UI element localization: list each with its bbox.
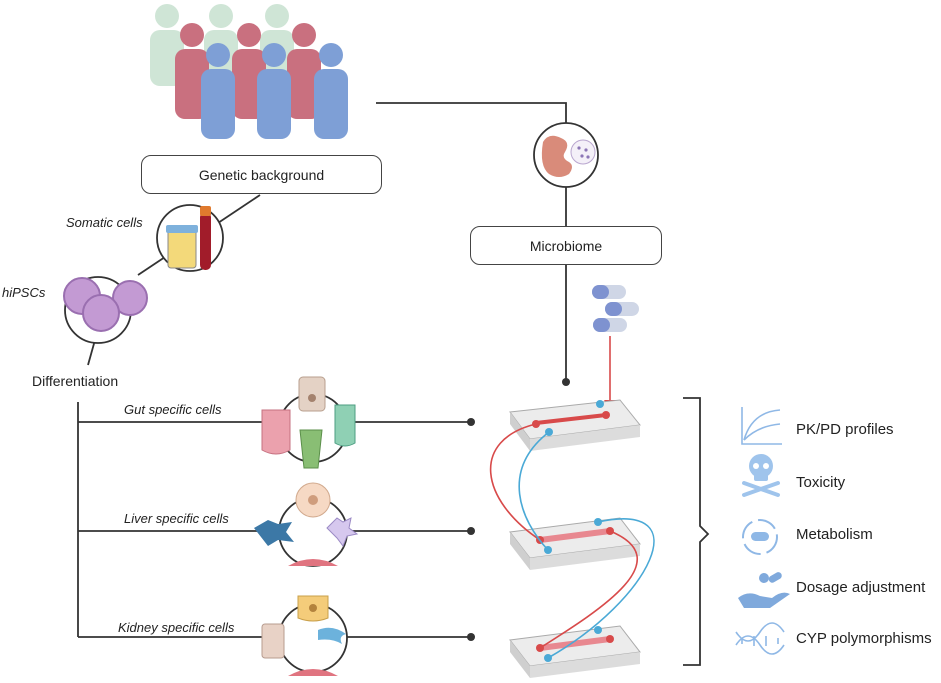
somatic-cells-icon [156,204,224,272]
outcome-metabolism-label: Metabolism [796,526,873,543]
differentiation-label: Differentiation [32,373,119,389]
gut-cells-icon [261,376,356,469]
outcome-cyp-label: CYP polymorphisms [796,630,932,647]
pills-icon [592,285,639,332]
liver-chip-icon [509,517,641,570]
outcome-toxicity-label: Toxicity [796,474,846,491]
skull-crossbones-icon [742,454,780,497]
gut-cells-label: Gut specific cells [124,402,222,417]
microbiome-label: Microbiome [529,237,603,254]
kidney-cells-label: Kidney specific cells [118,620,235,635]
outcome-pkpd-label: PK/PD profiles [796,421,894,438]
connector-dot [467,633,475,641]
kidney-cells-icon [261,595,348,676]
liver-cells-icon [254,482,359,567]
chip-tubing [489,423,655,659]
pk-pd-curve-icon [741,407,782,445]
hipsc-cells-icon [63,276,148,344]
somatic-cells-label: Somatic cells [66,215,143,230]
genetic-background-label: Genetic background [198,166,325,183]
microbiome-box: Microbiome [470,226,662,265]
liver-cells-label: Liver specific cells [124,511,229,526]
connector-dot [562,378,570,386]
gut-microbiome-icon [533,122,599,188]
hand-pills-icon [738,572,790,608]
outcome-bracket [683,397,710,666]
kidney-chip-icon [509,625,641,678]
connector-dot [467,527,475,535]
people-group-icon [150,4,348,139]
connector-dot [467,418,475,426]
genetic-background-box: Genetic background [141,155,382,194]
outcome-dosage-label: Dosage adjustment [796,579,926,596]
metabolism-cycle-icon [742,519,778,555]
dna-helix-icon [735,622,785,655]
hipscs-label: hiPSCs [2,285,46,300]
